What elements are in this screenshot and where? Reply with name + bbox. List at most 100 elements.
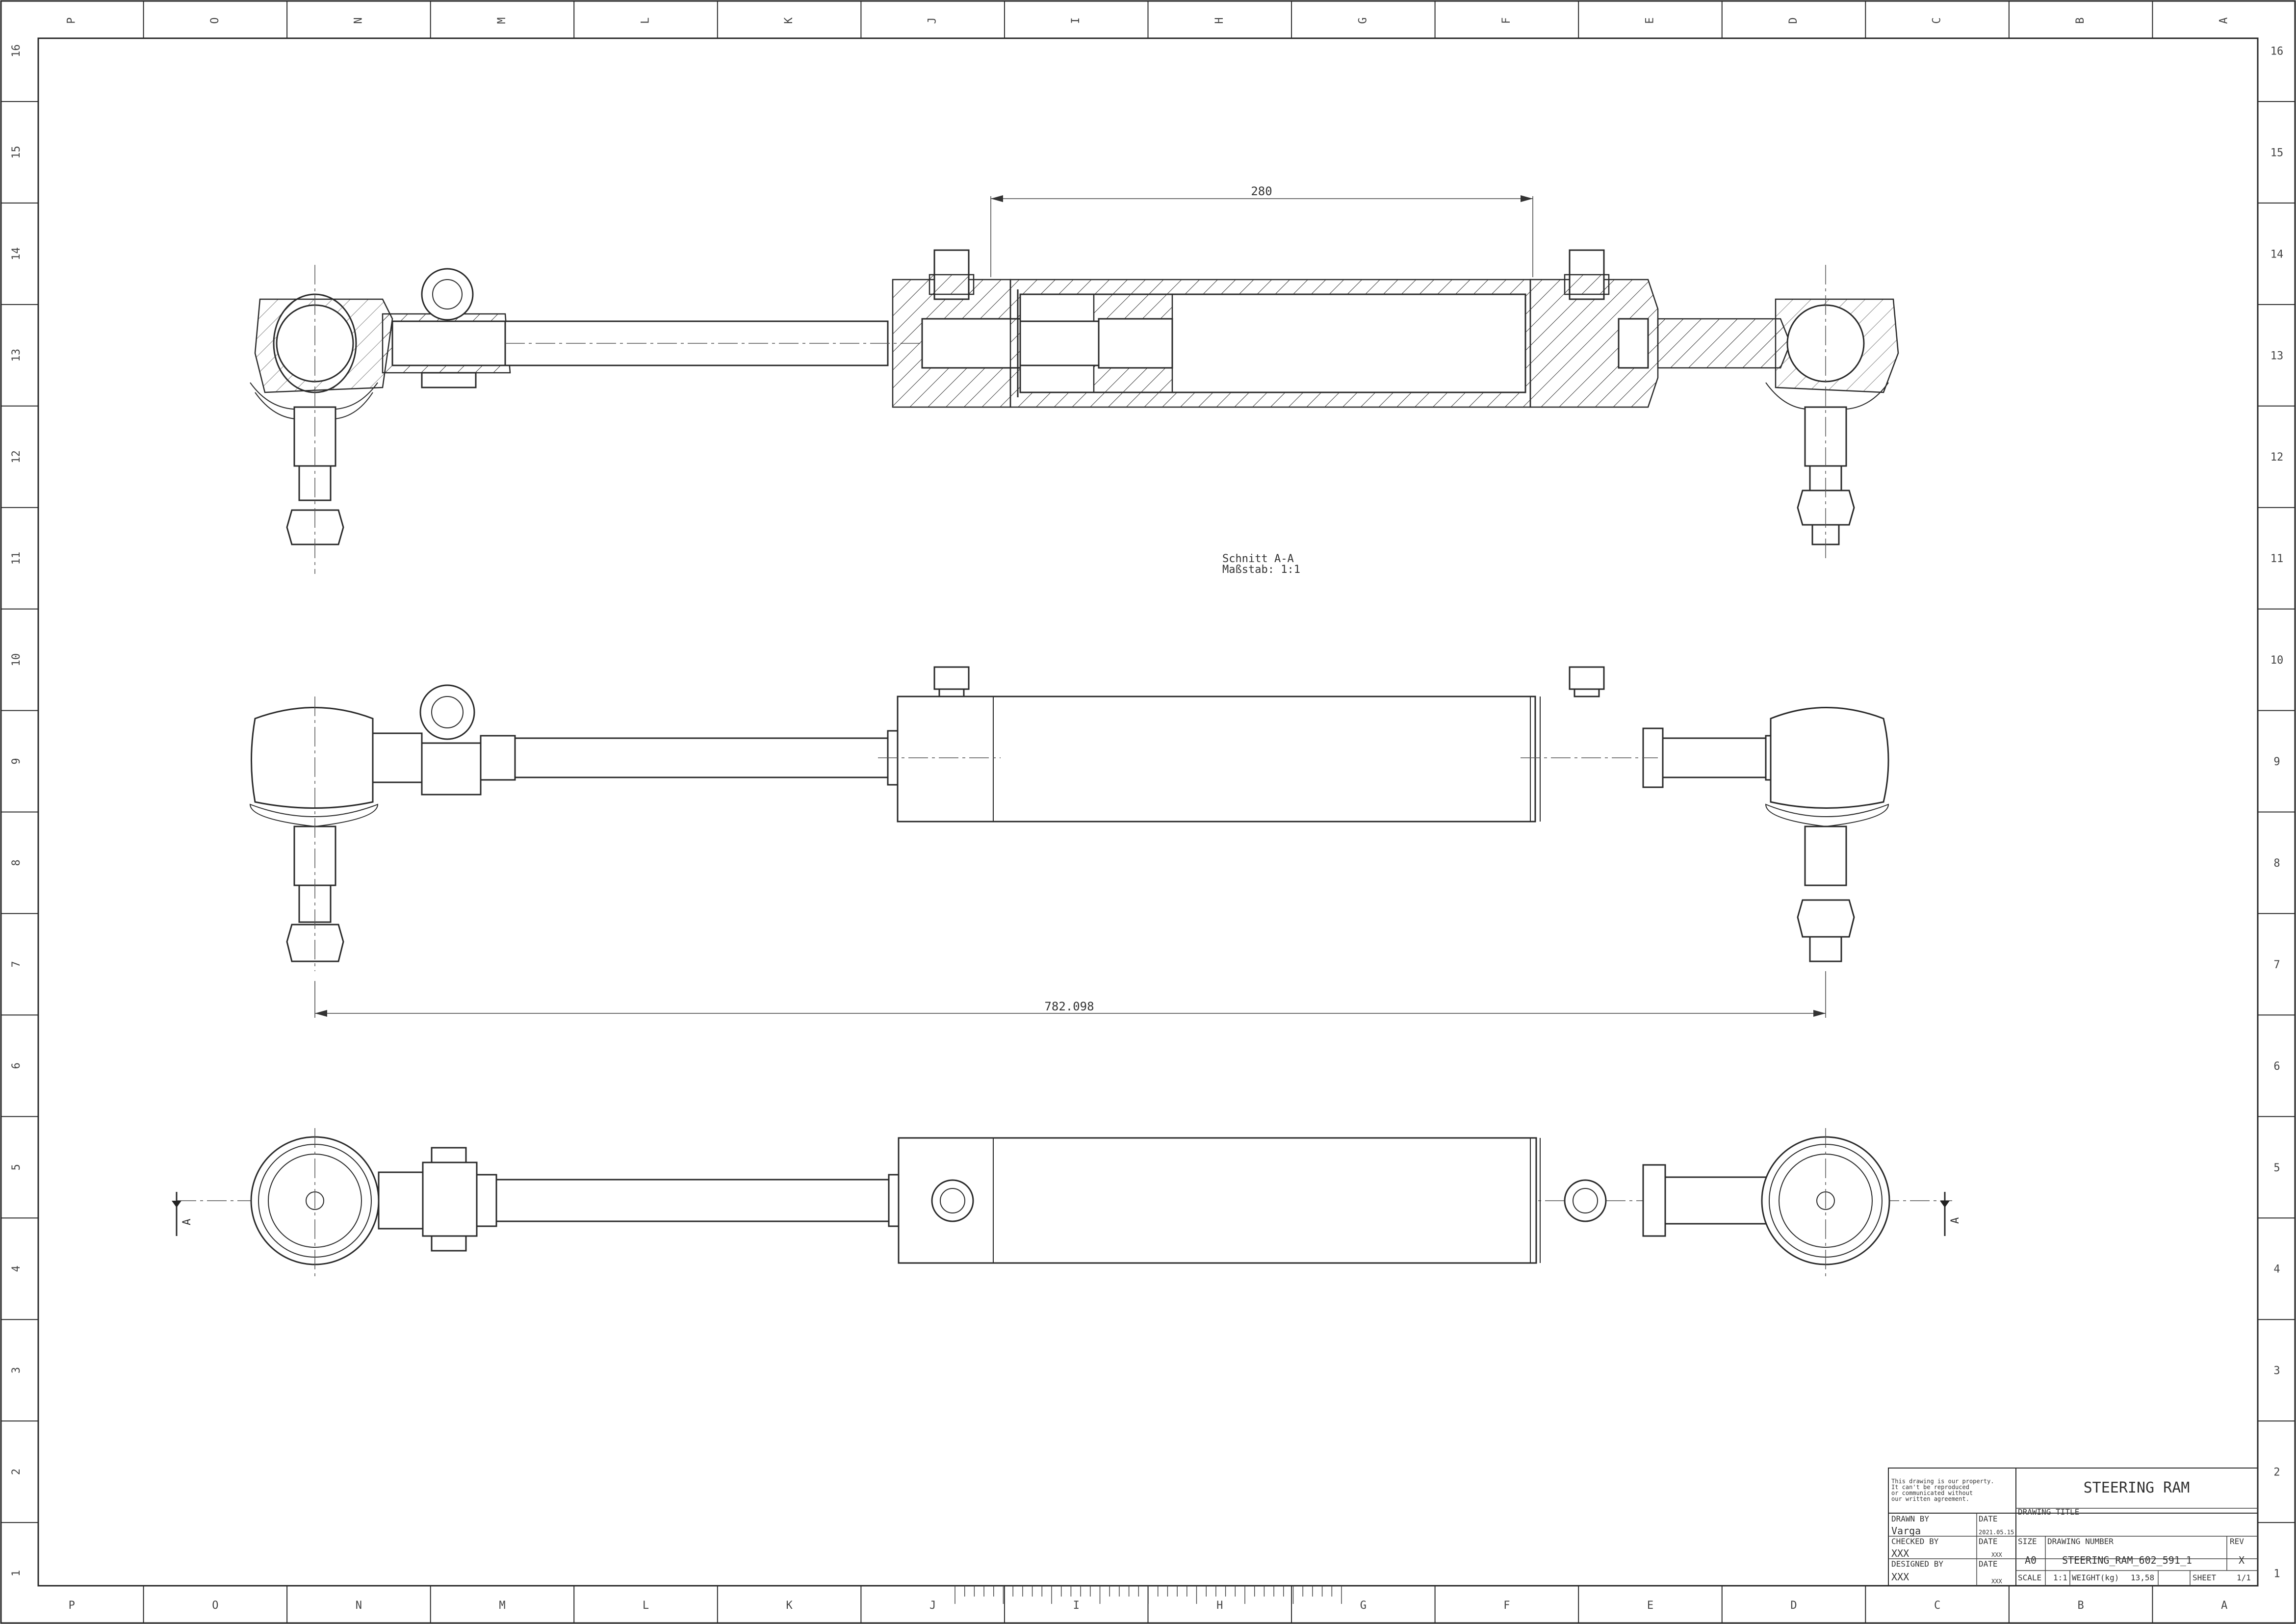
- zone-col-bottom: D: [1790, 1599, 1797, 1612]
- zone-col-top: K: [783, 17, 795, 24]
- zone-row-left: 3: [10, 1367, 23, 1373]
- zone-col-bottom: E: [1647, 1599, 1653, 1612]
- zone-row-left: 9: [10, 758, 23, 764]
- drawing-title: STEERING RAM: [2084, 1479, 2190, 1496]
- zone-col-top: N: [352, 17, 364, 24]
- zone-col-top: D: [1787, 17, 1800, 24]
- designed-date: XXX: [1991, 1578, 2002, 1585]
- zone-row-right: 4: [2273, 1263, 2280, 1276]
- zone-row-left: 14: [10, 247, 23, 260]
- zone-col-top: E: [1644, 17, 1656, 24]
- rev-label: REV: [2230, 1537, 2244, 1546]
- zone-col-top: P: [65, 17, 77, 24]
- zone-col-bottom: L: [643, 1599, 649, 1612]
- designed-by-label: DESIGNED BY: [1891, 1559, 1943, 1569]
- zone-col-top: M: [496, 17, 508, 24]
- zone-row-left: 11: [10, 552, 23, 565]
- zone-col-bottom: G: [1360, 1599, 1367, 1612]
- sheet-label: SHEET: [2193, 1573, 2217, 1582]
- zone-col-bottom: I: [1073, 1599, 1080, 1612]
- zone-col-top: L: [640, 17, 652, 24]
- notice-line: or communicated without: [1891, 1490, 1973, 1496]
- drawn-by-label: DRAWN BY: [1891, 1514, 1929, 1523]
- cut-marker-right: A: [1949, 1217, 1961, 1224]
- checked-by: XXX: [1891, 1547, 1909, 1559]
- notice-line: This drawing is our property.: [1891, 1478, 1994, 1485]
- zone-row-right: 15: [2270, 147, 2284, 159]
- zone-col-bottom: O: [212, 1599, 218, 1612]
- zone-col-bottom: F: [1503, 1599, 1510, 1612]
- zone-col-top: C: [1931, 17, 1943, 24]
- title-block: This drawing is our property.It can't be…: [1888, 1468, 2258, 1586]
- section-label: Schnitt A-A: [1222, 553, 1294, 565]
- zone-col-bottom: N: [356, 1599, 362, 1612]
- dimension-overall: 782.098: [1044, 1000, 1094, 1013]
- zone-row-right: 14: [2270, 248, 2284, 260]
- zone-col-bottom: M: [499, 1599, 505, 1612]
- zone-row-left: 13: [10, 349, 23, 362]
- section-view: 280 Schnitt A-A Maßstab: 1:1: [250, 184, 1899, 576]
- zone-row-right: 9: [2273, 756, 2280, 768]
- zone-row-left: 1: [10, 1570, 23, 1576]
- notice-line: It can't be reproduced: [1891, 1484, 1969, 1491]
- zone-row-right: 10: [2270, 654, 2284, 667]
- zone-row-right: 1: [2273, 1568, 2280, 1580]
- zone-col-top: B: [2074, 17, 2087, 24]
- zone-row-left: 7: [10, 961, 23, 967]
- zone-col-bottom: C: [1934, 1599, 1940, 1612]
- zone-col-bottom: H: [1216, 1599, 1223, 1612]
- zone-col-bottom: B: [2078, 1599, 2084, 1612]
- zone-col-bottom: K: [786, 1599, 793, 1612]
- zone-row-left: 10: [10, 653, 23, 667]
- cut-marker-left: A: [181, 1219, 193, 1225]
- dimension-stroke: 280: [1251, 184, 1272, 198]
- notice-line: our written agreement.: [1891, 1495, 1969, 1502]
- zone-row-left: 15: [10, 146, 23, 159]
- zone-row-left: 4: [10, 1265, 23, 1272]
- designed-by: XXX: [1891, 1571, 1909, 1583]
- zone-row-left: 5: [10, 1164, 23, 1170]
- zone-row-right: 2: [2273, 1467, 2280, 1479]
- checked-date-label: DATE: [1979, 1537, 1998, 1546]
- section-scale: Maßstab: 1:1: [1222, 564, 1300, 576]
- zone-col-bottom: J: [929, 1599, 936, 1612]
- drawing-number-label: DRAWING NUMBER: [2047, 1537, 2114, 1546]
- checked-by-label: CHECKED BY: [1891, 1537, 1939, 1546]
- zone-row-left: 12: [10, 450, 23, 464]
- size-value: A0: [2025, 1554, 2037, 1566]
- rev-value: X: [2239, 1554, 2244, 1566]
- zone-row-left: 16: [10, 44, 23, 57]
- sheet-value: 1/1: [2237, 1573, 2251, 1582]
- zone-col-top: G: [1357, 17, 1369, 24]
- zone-col-top: F: [1500, 17, 1513, 24]
- designed-date-label: DATE: [1979, 1559, 1998, 1569]
- zone-col-top: O: [209, 17, 221, 24]
- size-label: SIZE: [2018, 1537, 2037, 1546]
- zone-row-right: 8: [2273, 857, 2280, 870]
- zone-row-left: 2: [10, 1469, 23, 1475]
- zone-col-bottom: P: [69, 1599, 75, 1612]
- zone-row-right: 16: [2270, 45, 2284, 57]
- zone-row-right: 11: [2270, 553, 2284, 565]
- zone-col-top: I: [1070, 17, 1082, 24]
- scale-value: 1:1: [2053, 1573, 2067, 1582]
- weight-label: WEIGHT(kg): [2072, 1573, 2119, 1582]
- zone-row-left: 6: [10, 1062, 23, 1069]
- zone-col-top: J: [927, 17, 939, 24]
- top-view: A A: [172, 1128, 1961, 1280]
- drawn-date: 2021.05.15: [1979, 1529, 2014, 1536]
- drawn-date-label: DATE: [1979, 1514, 1998, 1523]
- zone-col-top: H: [1213, 17, 1226, 24]
- drawing-title-label: DRAWING TITLE: [2018, 1507, 2079, 1517]
- zone-row-right: 13: [2270, 350, 2284, 362]
- zone-col-bottom: A: [2221, 1599, 2227, 1612]
- zone-col-top: A: [2218, 17, 2230, 24]
- zone-row-right: 3: [2273, 1365, 2280, 1377]
- drawing-number: STEERING_RAM_602_591_1: [2062, 1554, 2192, 1566]
- zone-row-right: 12: [2270, 451, 2284, 464]
- zone-row-left: 8: [10, 859, 23, 866]
- zone-row-right: 6: [2273, 1060, 2280, 1073]
- scale-label: SCALE: [2018, 1573, 2041, 1582]
